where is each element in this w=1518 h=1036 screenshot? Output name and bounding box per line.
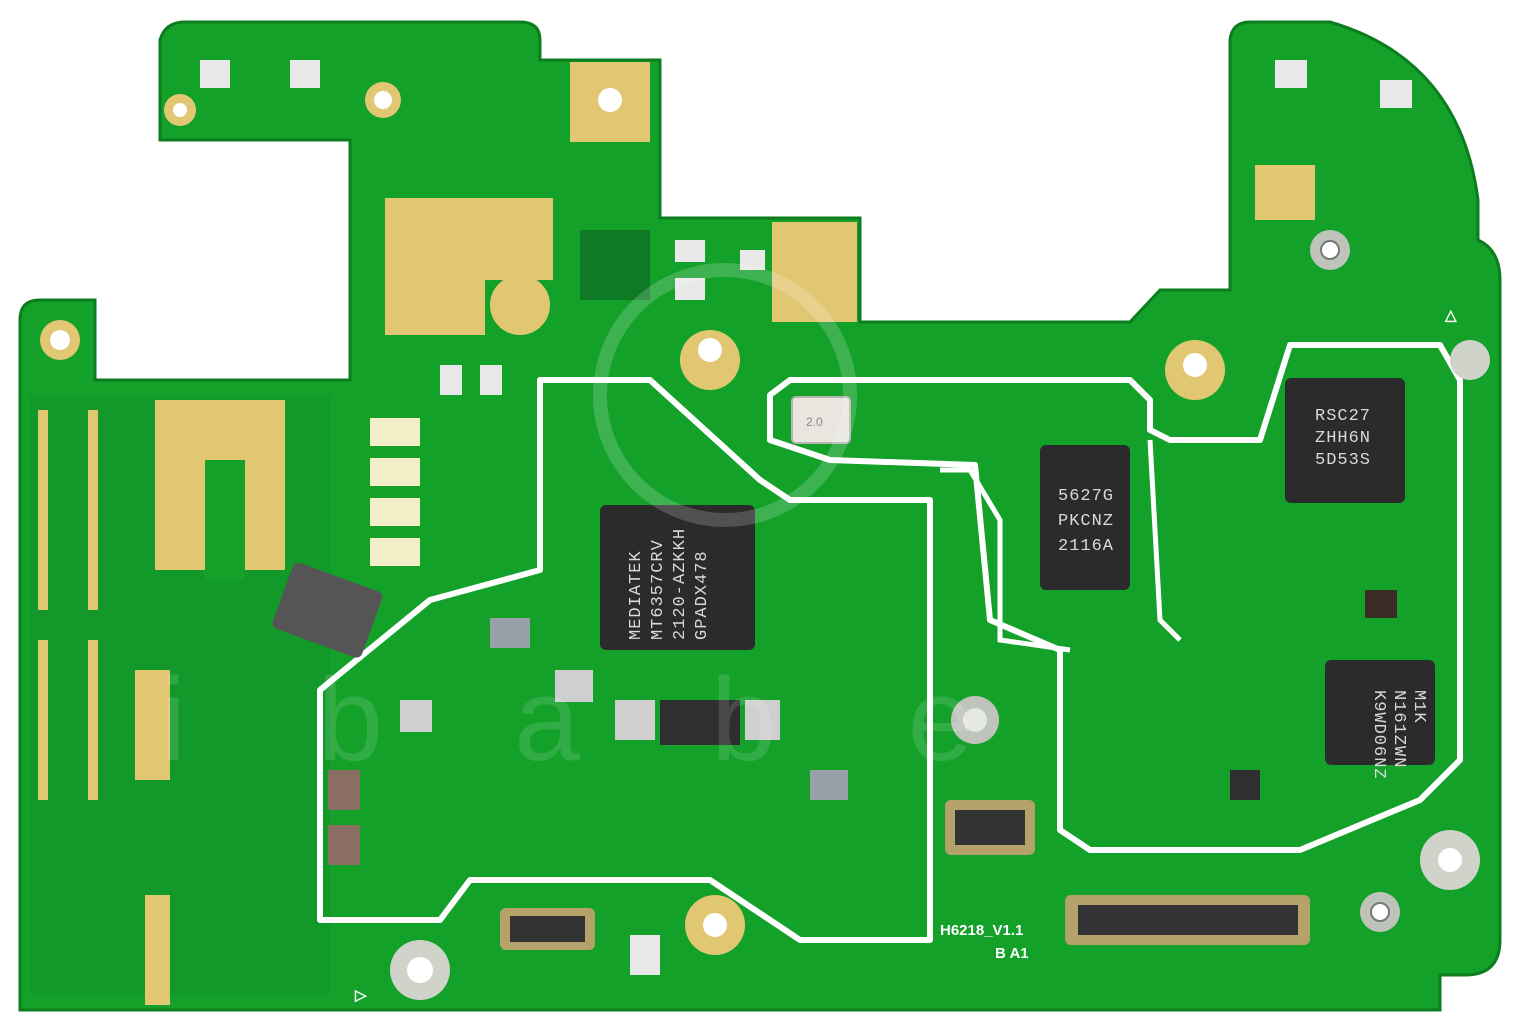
mid-line1: 5627G: [1058, 487, 1114, 506]
shield-trace: [940, 467, 1071, 653]
pmic-line2: N161ZWN: [1389, 690, 1408, 768]
soc-chip: [600, 505, 755, 650]
battery-connector: [272, 562, 383, 658]
board-rev: B A1: [995, 945, 1029, 962]
gold-pad-2: [385, 275, 485, 335]
watermark-logo: [593, 263, 857, 527]
gold-strip-1: [135, 670, 170, 780]
gold-strip-2: [145, 895, 170, 1005]
triangle-bottom: ▷: [354, 987, 368, 1004]
rf-chip: [1285, 378, 1405, 503]
gold-pad-top-right: [1255, 165, 1315, 220]
soc-line4: GPADX478: [693, 550, 712, 640]
passive-components: [200, 60, 1412, 975]
left-connector-row-1: [38, 410, 98, 800]
shield-outline-main: [317, 377, 933, 943]
crystal: [791, 396, 851, 444]
soc-line3: 2120-AZKKH: [671, 528, 690, 640]
mid-chip: [1040, 445, 1130, 590]
watermark-text: i b a b e: [160, 654, 973, 786]
shield-trace-2: [1147, 439, 1182, 642]
pmic-line3: K9WD06NZ: [1369, 690, 1388, 780]
board-version: H6218_V1.1: [940, 922, 1023, 939]
gold-pad-4: [772, 222, 857, 322]
rf-line1: RSC27: [1315, 407, 1371, 426]
soc-line2: MT6357CRV: [649, 539, 668, 640]
mid-line2: PKCNZ: [1058, 512, 1114, 531]
antenna-gap: [205, 460, 245, 580]
crystal-text: 2.0: [806, 415, 823, 429]
mount-hole-1: [598, 88, 622, 112]
triangle-top: △: [1444, 307, 1457, 324]
rf-line3: 5D53S: [1315, 451, 1371, 470]
white-pads: [370, 418, 420, 566]
gold-pad-round: [490, 275, 550, 335]
rf-line2: ZHH6N: [1315, 429, 1371, 448]
soc-line1: MEDIATEK: [627, 550, 646, 640]
mid-line3: 2116A: [1058, 537, 1114, 556]
gold-pad-1: [385, 198, 553, 280]
pmic-line1: M1K: [1409, 690, 1428, 724]
pmic-chip: [1325, 660, 1435, 765]
shield-outline-right: [767, 342, 1463, 853]
